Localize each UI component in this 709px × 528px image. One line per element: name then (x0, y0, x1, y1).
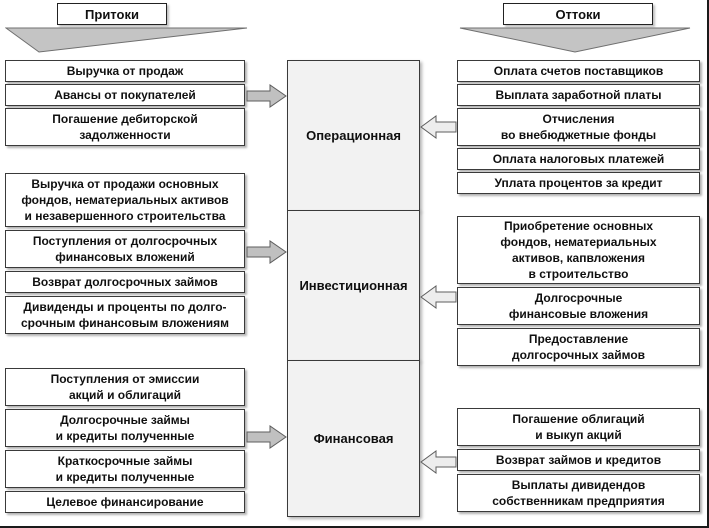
inflow-item: Поступления от долгосрочных финансовых в… (5, 230, 245, 268)
activity-block-financing: Финансовая (287, 360, 420, 517)
inflow-item: Дивиденды и проценты по долго- срочным ф… (5, 296, 245, 334)
outflows-wedge-icon (459, 27, 691, 53)
outflow-item: Погашение облигаций и выкуп акций (457, 408, 700, 446)
outflow-item: Предоставление долгосрочных займов (457, 328, 700, 366)
outflow-arrow-icon (420, 115, 457, 139)
inflow-item: Краткосрочные займы и кредиты полученные (5, 450, 245, 488)
outflow-item: Оплата счетов поставщиков (457, 60, 700, 82)
inflow-arrow-icon (246, 240, 287, 264)
inflow-item: Целевое финансирование (5, 491, 245, 513)
inflow-arrow-icon (246, 84, 287, 108)
inflow-item: Долгосрочные займы и кредиты полученные (5, 409, 245, 447)
inflows-header: Притоки (57, 3, 167, 25)
outflow-item: Отчисления во внебюджетные фонды (457, 108, 700, 146)
inflow-item: Возврат долгосрочных займов (5, 271, 245, 293)
inflow-item: Выручка от продажи основных фондов, нема… (5, 173, 245, 227)
outflow-arrow-icon (420, 450, 457, 474)
activity-block-operating: Операционная (287, 60, 420, 211)
outflows-header: Оттоки (503, 3, 653, 25)
inflow-item: Авансы от покупателей (5, 84, 245, 106)
outflow-item: Долгосрочные финансовые вложения (457, 287, 700, 325)
outflow-item: Приобретение основных фондов, нематериал… (457, 216, 700, 284)
activity-block-investing: Инвестиционная (287, 210, 420, 361)
inflow-item: Погашение дебиторской задолженности (5, 108, 245, 146)
outflow-item: Выплаты дивидендов собственникам предпри… (457, 474, 700, 512)
inflow-arrow-icon (246, 425, 287, 449)
outflow-item: Оплата налоговых платежей (457, 148, 700, 170)
outflow-item: Возврат займов и кредитов (457, 449, 700, 471)
outflow-item: Уплата процентов за кредит (457, 172, 700, 194)
outflow-arrow-icon (420, 285, 457, 309)
inflow-item: Выручка от продаж (5, 60, 245, 82)
outflow-item: Выплата заработной платы (457, 84, 700, 106)
inflows-wedge-icon (5, 27, 248, 53)
inflow-item: Поступления от эмиссии акций и облигаций (5, 368, 245, 406)
